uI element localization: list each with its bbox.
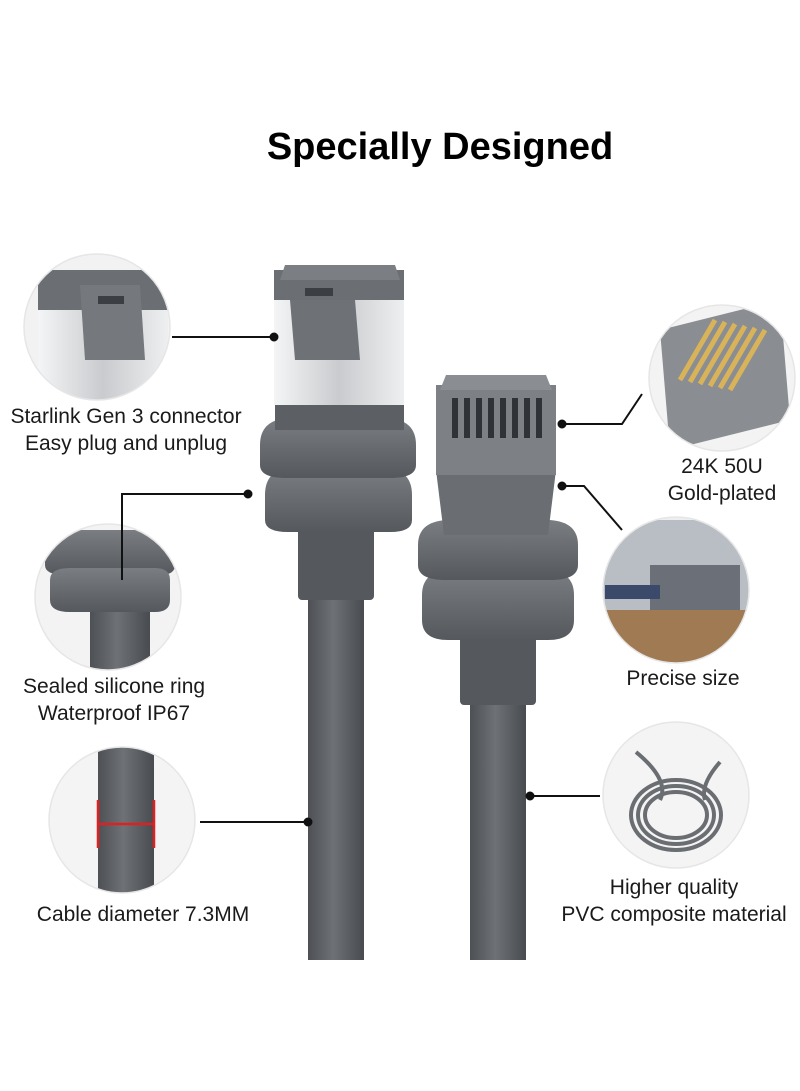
leader-lines: [121, 332, 643, 827]
left-ring-top: [260, 418, 416, 478]
page-title: Specially Designed: [266, 126, 614, 168]
label-gold-plated: 24K 50U Gold-plated: [640, 453, 800, 507]
label-line2: Waterproof IP67: [37, 702, 191, 725]
left-strain-relief: [298, 525, 374, 600]
left-ring-bottom: [265, 468, 412, 532]
rj45-connector: [418, 375, 578, 960]
label-line1: Cable diameter 7.3MM: [36, 903, 250, 926]
label-line2: Gold-plated: [667, 482, 777, 505]
starlink-connector: [260, 265, 416, 960]
detail-precise-fit: [602, 516, 750, 664]
detail-cable-diameter: [48, 746, 196, 894]
label-starlink-connector: Starlink Gen 3 connector Easy plug and u…: [0, 403, 252, 457]
label-cable-diameter: Cable diameter 7.3MM: [0, 901, 286, 928]
label-line1: 24K 50U: [681, 455, 763, 478]
label-precise-size: Precise size: [600, 665, 766, 692]
right-strain-relief: [460, 630, 536, 705]
leader-precise: [564, 485, 623, 531]
label-line1: Precise size: [626, 667, 740, 690]
label-pvc-material: Higher quality PVC composite material: [548, 874, 800, 928]
right-cable: [470, 690, 526, 960]
label-line1: Starlink Gen 3 connector: [10, 405, 242, 428]
detail-silicone-ring: [34, 523, 182, 671]
label-silicone-ring: Sealed silicone ring Waterproof IP67: [0, 673, 228, 727]
detail-gold-pins: [648, 304, 796, 452]
label-line1: Higher quality: [609, 876, 739, 899]
detail-connector-clip: [23, 253, 171, 401]
leader-gold: [564, 393, 643, 425]
right-ring-bottom: [422, 570, 574, 640]
detail-coiled-cable: [602, 721, 750, 869]
right-gold-pins: [452, 398, 542, 438]
leader-ring: [121, 493, 246, 580]
label-line1: Sealed silicone ring: [22, 675, 206, 698]
label-line2: Easy plug and unplug: [25, 432, 227, 455]
label-line2: PVC composite material: [561, 903, 787, 926]
left-latch-clip: [290, 300, 360, 360]
